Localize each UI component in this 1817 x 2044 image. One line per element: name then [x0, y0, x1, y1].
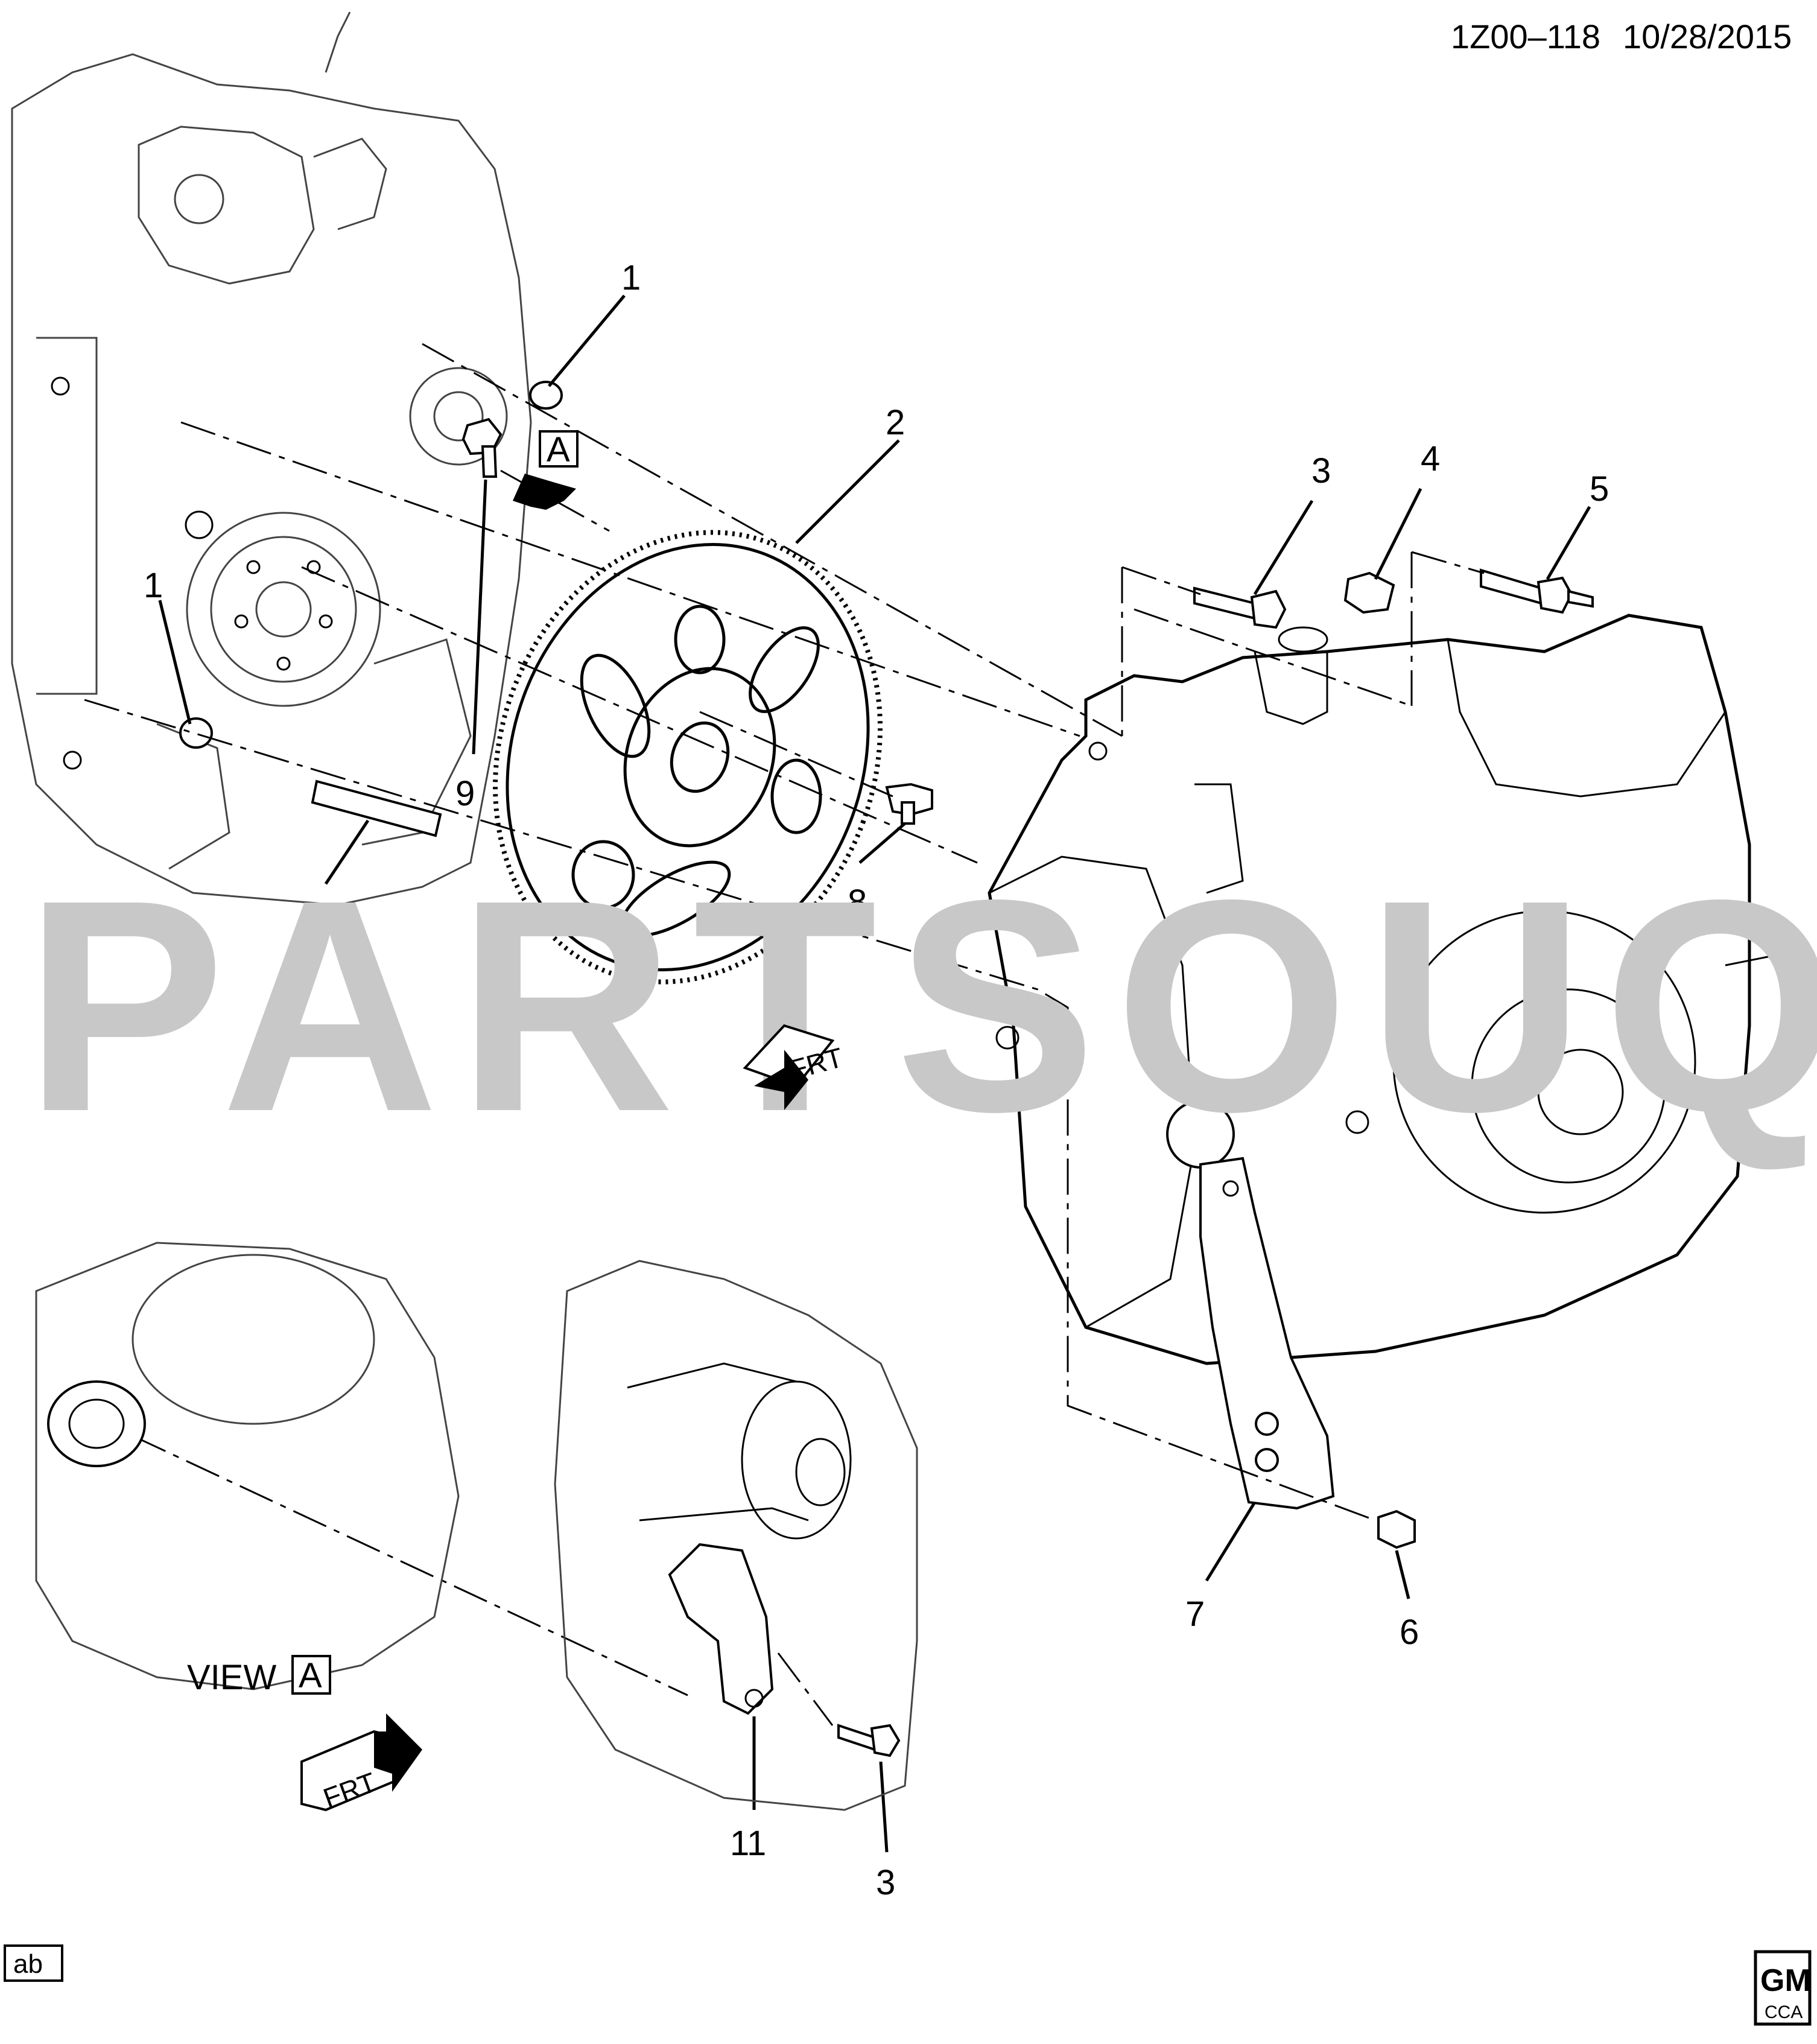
callout-9: 9 [455, 774, 475, 813]
stud-5 [1480, 568, 1594, 614]
clip-4 [1343, 571, 1395, 614]
nut-6 [1377, 1509, 1416, 1549]
callout-8: 8 [848, 883, 867, 922]
callout-10: 10 [302, 901, 341, 940]
footer-tag-box [4, 1944, 63, 1982]
callout-1-lower: 1 [144, 566, 163, 605]
dowel-bushing-upper [529, 381, 563, 410]
flexplate-ring-gear [493, 530, 883, 985]
gm-logo: GM CCA [1754, 1950, 1812, 2026]
mount-bracket-7 [1199, 1157, 1335, 1510]
view-a-marker: A [513, 430, 579, 510]
diagram-date: 10/28/2015 [1623, 17, 1792, 56]
svg-text:GM: GM [1760, 1963, 1811, 1998]
bolt-3-upper [1193, 586, 1287, 629]
callout-7: 7 [1185, 1595, 1205, 1634]
callout-11: 11 [730, 1824, 766, 1863]
diagram-code: 1Z00–118 [1451, 17, 1600, 56]
dowel-bushing-lower [179, 717, 213, 749]
callout-leaders [158, 294, 1591, 1853]
svg-text:A: A [547, 430, 570, 469]
watermark: PARTSOUQ.COM [24, 837, 1817, 1174]
engine-block-illustration [11, 11, 532, 906]
view-a-box [291, 1655, 331, 1695]
view-a-box-letter: A [299, 1656, 322, 1695]
bolt-9 [461, 417, 503, 478]
view-a-label: VIEW [187, 1658, 276, 1697]
callout-2: 2 [886, 403, 905, 442]
callout-3-lower: 3 [876, 1863, 895, 1902]
footer-tag: ab [13, 1949, 43, 1979]
front-direction-arrow-view: FRT [300, 1713, 422, 1814]
view-a-inset-illustration [35, 1242, 918, 1811]
stud-10 [311, 779, 442, 837]
bolt-8 [885, 782, 933, 825]
callout-1-upper: 1 [621, 258, 641, 297]
callout-5: 5 [1590, 469, 1609, 509]
callout-4: 4 [1421, 439, 1440, 478]
callout-6: 6 [1400, 1613, 1419, 1652]
callout-3-upper: 3 [1311, 451, 1331, 490]
svg-text:CCA: CCA [1765, 2002, 1803, 2022]
assembly-lines [84, 343, 1485, 1726]
